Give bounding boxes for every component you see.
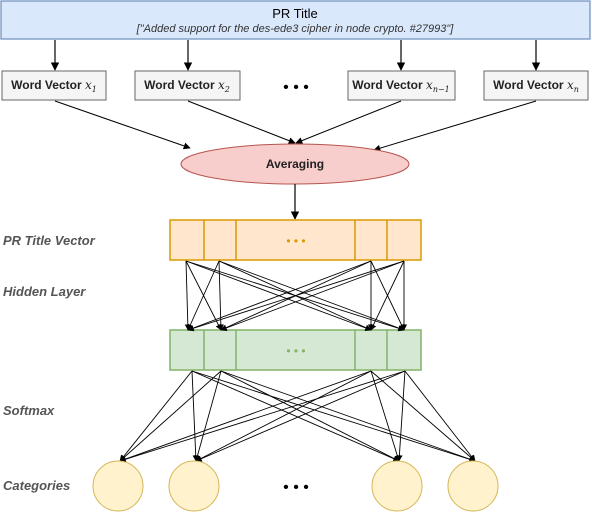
- pr-title-subtitle: ["Added support for the des-ede3 cipher …: [136, 23, 455, 35]
- link-hidden-category: [370, 370, 401, 462]
- word-vector-n: Word Vector xn: [483, 70, 589, 101]
- word-vector-box: [134, 70, 241, 101]
- link-hidden-category: [119, 370, 406, 463]
- link-vector-hidden: [220, 260, 405, 331]
- arrow-word4-avg: [373, 100, 537, 152]
- word-vector-box: [347, 70, 456, 101]
- links-vector-to-hidden: [184, 260, 408, 332]
- category-node: [447, 460, 499, 512]
- link-hidden-category: [191, 370, 199, 462]
- link-hidden-category: [404, 370, 476, 462]
- pr-title-text: PR Title: [272, 6, 318, 21]
- link-vector-hidden: [370, 260, 405, 331]
- link-vector-hidden: [187, 260, 220, 331]
- link-hidden-category: [194, 370, 222, 462]
- link-hidden-category: [191, 370, 400, 462]
- averaging-node: Averaging: [180, 143, 410, 185]
- hidden-layer-vector: • • •: [169, 329, 422, 371]
- arrow-word1-avg: [54, 100, 191, 150]
- word-vector-n-minus-1: Word Vector xn−1: [347, 70, 456, 101]
- pr-title-header: PR Title ["Added support for the des-ede…: [0, 0, 591, 40]
- hidden-layer-frame: [169, 329, 422, 371]
- link-vector-hidden: [184, 260, 191, 331]
- categories-row: • • •: [92, 460, 499, 512]
- label-pr-title-vector: PR Title Vector: [3, 233, 96, 248]
- pr-title-vector: • • •: [169, 219, 422, 261]
- green-ellipsis: • • •: [286, 344, 305, 358]
- word-vector-label: Word Vector x2: [144, 78, 230, 94]
- word-to-averaging-arrows: [54, 100, 537, 152]
- links-hidden-to-categories: [119, 370, 476, 463]
- word-vector-label: Word Vector xn: [493, 78, 579, 94]
- link-hidden-category: [191, 370, 476, 463]
- word-vector-2: Word Vector x2: [134, 70, 241, 101]
- pr-title-vector-frame: [169, 219, 422, 261]
- word-vector-label: Word Vector x1: [11, 78, 97, 94]
- label-hidden-layer: Hidden Layer: [3, 284, 86, 299]
- word-vectors-ellipsis: • • •: [283, 79, 309, 96]
- link-vector-hidden: [217, 260, 224, 331]
- label-categories: Categories: [3, 478, 70, 493]
- word-vector-box: [483, 70, 589, 101]
- orange-ellipsis: • • •: [286, 234, 305, 248]
- link-hidden-category: [119, 370, 222, 462]
- link-hidden-category: [220, 370, 476, 463]
- link-hidden-category: [396, 370, 406, 462]
- arrow-word2-avg: [187, 100, 296, 144]
- arrow-word3-avg: [295, 100, 402, 144]
- averaging-label: Averaging: [266, 157, 324, 171]
- category-node: [92, 460, 144, 512]
- link-hidden-category: [220, 370, 400, 462]
- category-node: [371, 460, 423, 512]
- link-hidden-category: [119, 370, 193, 462]
- link-hidden-category: [195, 370, 372, 462]
- word-vector-box: [1, 70, 107, 101]
- category-node: [168, 460, 220, 512]
- word-vector-1: Word Vector x1: [1, 70, 107, 101]
- categories-ellipsis: • • •: [283, 479, 309, 496]
- word-vector-label: Word Vector xn−1: [352, 78, 450, 94]
- link-vector-hidden: [187, 260, 405, 332]
- header-to-word-arrows: [50, 40, 541, 71]
- link-hidden-category: [195, 370, 406, 462]
- label-softmax: Softmax: [3, 403, 55, 418]
- link-vector-hidden: [187, 260, 372, 331]
- pr-title-box: [0, 0, 591, 40]
- link-hidden-category: [119, 370, 372, 463]
- link-hidden-category: [370, 370, 476, 462]
